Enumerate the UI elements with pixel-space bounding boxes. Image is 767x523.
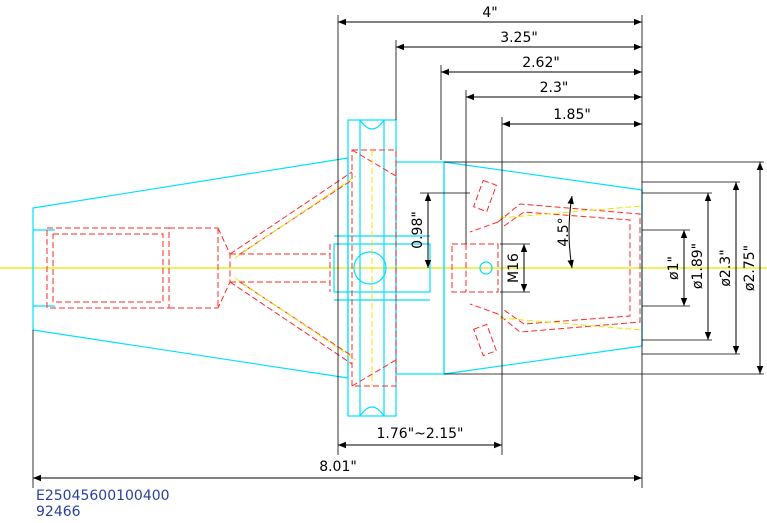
- dim-text-4-5: 4.5°: [556, 217, 572, 246]
- dim-text-2-3: 2.3": [540, 80, 569, 96]
- dim-text-dia1-89: ø1.89": [690, 243, 706, 289]
- dim-text-3-25: 3.25": [500, 30, 538, 46]
- dim-text-range: 1.76"~2.15": [377, 426, 464, 442]
- part-number: E25045600100400: [36, 488, 170, 504]
- drive-hole: [353, 251, 387, 285]
- dim-text-0-98: 0.98": [410, 211, 426, 249]
- dimension-lines: [33, 18, 764, 482]
- dim-text-1-85: 1.85": [553, 107, 591, 123]
- dim-text-4: 4": [482, 5, 497, 21]
- item-number: 92466: [36, 504, 81, 520]
- dim-text-2-62: 2.62": [522, 55, 560, 71]
- dim-text-m16: M16: [506, 253, 522, 283]
- hidden-yellow-lines: [234, 150, 643, 386]
- dim-text-dia1: ø1": [666, 256, 682, 280]
- extension-lines: [32, 15, 764, 488]
- dim-text-8-01: 8.01": [319, 459, 357, 475]
- dim-text-dia2-75: ø2.75": [742, 245, 758, 291]
- dim-arc-4-5: [567, 195, 574, 269]
- dim-text-dia2-3: ø2.3": [718, 249, 734, 286]
